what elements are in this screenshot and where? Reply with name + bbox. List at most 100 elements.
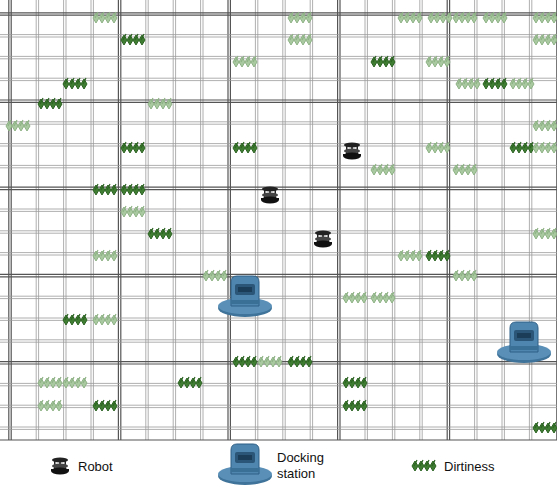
dirt-spot [533,34,557,45]
grid-line [0,189,557,190]
grid-line [173,0,174,440]
dirt-spot [63,377,87,388]
robot-icon [51,458,69,475]
grid-line [257,0,258,440]
grid-line [0,405,557,406]
dirt-spot [6,120,30,131]
dirt-spot [510,78,534,89]
dirt-spot [121,142,145,153]
grid-line [0,78,557,79]
dirt-spot [371,292,395,303]
grid-line [175,0,176,440]
grid-line [339,0,340,440]
grid-line [529,0,530,440]
grid-line [337,0,338,440]
dirt-spot [398,12,422,23]
grid-line [282,0,283,440]
dirt-spot [121,184,145,195]
docking-station [497,322,551,363]
grid-line [310,0,311,440]
grid-line [36,0,37,440]
grid-line [502,0,503,440]
dirt-spot [453,270,477,281]
dirt-spot [203,270,227,281]
grid-line [0,99,557,100]
grid-line [0,255,557,256]
grid-line [91,0,92,440]
grid-line [477,0,478,440]
dirt-spot [38,377,62,388]
dirt-spot [148,228,172,239]
dirt-spot [93,250,117,261]
grid-line [0,230,557,231]
robots [261,143,361,248]
grid-line [8,0,9,440]
grid-line [0,298,557,299]
grid-line [0,37,557,38]
grid-line [0,233,557,234]
dirt-spot [63,78,87,89]
dirt-spot [343,292,367,303]
grid-line [285,0,286,440]
legend-label: Robot [78,459,158,475]
dirt-spot [483,12,507,23]
grid-line [367,0,368,440]
dirt-spot [533,142,557,153]
dirt-spot [93,400,117,411]
grid-line [11,0,12,440]
dirt-spot [428,12,452,23]
dirt-spot [371,56,395,67]
dirt-spot [63,314,87,325]
grid-line [419,0,420,440]
grid-line [0,429,557,430]
dirt-spot [233,56,257,67]
grid-line [312,0,313,440]
dirt-spot [288,34,312,45]
floor [0,0,557,440]
dirt-spot [483,78,507,89]
grid-line [145,0,146,440]
dirt-spot [371,164,395,175]
dirt-spot [93,184,117,195]
grid-line [0,252,557,253]
docking-station-icon [218,444,272,485]
dirt-spot [453,164,477,175]
grid-line [203,0,204,440]
grid-line [0,102,557,103]
grid-line [0,211,557,212]
dirt-spot [398,250,422,261]
grid-line [422,0,423,440]
dirt-spot [93,314,117,325]
dirt-spot [533,228,557,239]
dirt-spot [38,400,62,411]
grid-line [63,0,64,440]
dirt-spot [93,12,117,23]
dirt-spot [510,142,534,153]
dirt-spot [121,34,145,45]
docking-stations [218,276,551,363]
dirt-spot [288,356,312,367]
grid-line [0,209,557,210]
dirt-spot [233,142,257,153]
grid-line [120,0,121,440]
grid-line [0,124,557,125]
grid-line [365,0,366,440]
dirt-spot [258,356,282,367]
grid-line [148,0,149,440]
grid-line [0,339,557,340]
dirt-spot [343,377,367,388]
grid-line [394,0,395,440]
legend-label: Docking station [277,450,339,483]
floor-grid [0,0,557,440]
dirt-spot [178,377,202,388]
grid-line [93,0,94,440]
grid-line [449,0,450,440]
grid-line [0,143,557,144]
grid-line [230,0,231,440]
grid-line [474,0,475,440]
dirt-spot [148,98,172,109]
grid-line [0,342,557,343]
docking-station [218,276,272,317]
